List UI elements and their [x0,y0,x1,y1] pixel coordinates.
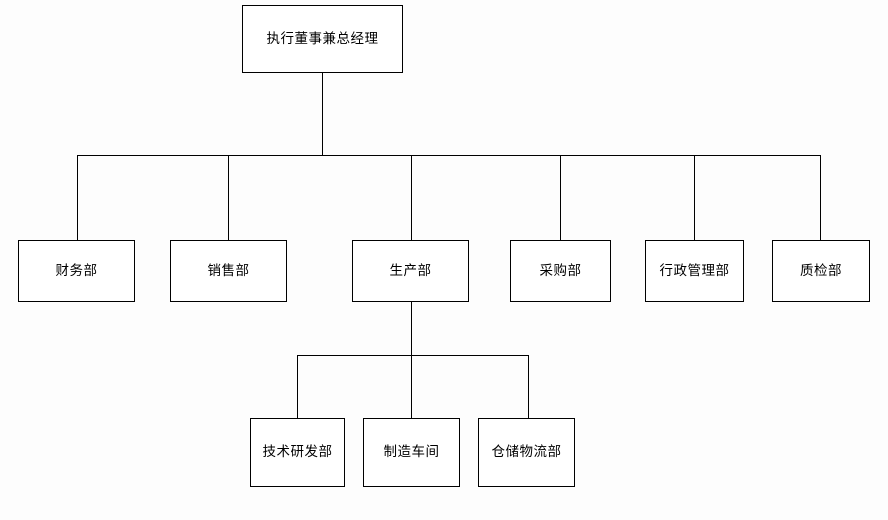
node-label: 生产部 [389,262,432,279]
node-label: 质检部 [800,262,842,279]
node-warehouse-logistics-department[interactable]: 仓储物流部 [478,418,575,487]
connector-level3-bus [297,355,529,356]
connector-drop-rnd [297,355,298,418]
node-quality-inspection-department[interactable]: 质检部 [772,240,870,302]
node-procurement-department[interactable]: 采购部 [510,240,611,302]
node-label: 执行董事兼总经理 [266,30,379,47]
node-sales-department[interactable]: 销售部 [170,240,287,302]
node-label: 制造车间 [383,444,440,461]
connector-drop-finance [77,155,78,240]
node-label: 仓储物流部 [491,444,562,461]
connector-level2-bus [77,155,821,156]
node-executive-director-general-manager[interactable]: 执行董事兼总经理 [242,5,403,73]
node-finance-department[interactable]: 财务部 [18,240,135,302]
node-label: 行政管理部 [659,262,730,279]
node-label: 财务部 [55,262,98,279]
node-label: 采购部 [539,262,582,279]
connector-level1-stem [322,73,323,155]
node-manufacturing-workshop[interactable]: 制造车间 [363,418,460,487]
node-administration-department[interactable]: 行政管理部 [645,240,744,302]
node-rnd-department[interactable]: 技术研发部 [250,418,345,487]
node-label: 技术研发部 [262,444,333,461]
connector-drop-production [411,155,412,240]
connector-drop-administration [694,155,695,240]
connector-drop-quality [820,155,821,240]
connector-drop-manufacturing [411,355,412,418]
node-production-department[interactable]: 生产部 [352,240,469,302]
connector-drop-procurement [560,155,561,240]
connector-level3-stem [411,302,412,355]
connector-drop-sales [228,155,229,240]
node-label: 销售部 [207,262,250,279]
connector-drop-warehouse [528,355,529,418]
